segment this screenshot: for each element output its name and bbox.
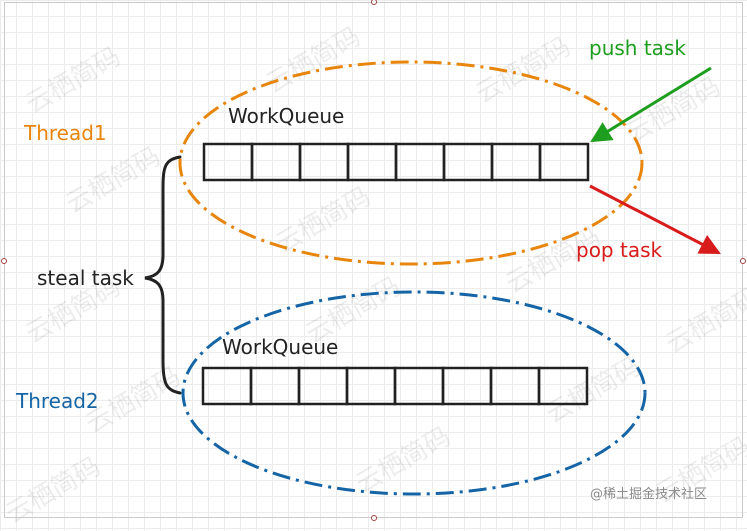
thread2-ellipse — [181, 290, 647, 496]
steal-brace — [144, 155, 182, 395]
pop-arrow — [589, 184, 721, 255]
q1-cell — [202, 142, 254, 182]
resize-handle-top[interactable] — [371, 0, 377, 5]
q2-cell — [393, 366, 445, 406]
q2-cell — [249, 366, 301, 406]
workqueue2-cells — [201, 366, 589, 406]
q1-cell — [346, 142, 398, 182]
q2-cell — [441, 366, 493, 406]
resize-handle-left[interactable] — [1, 258, 7, 264]
workqueue1-cells — [202, 142, 590, 182]
pop-task-label: pop task — [576, 238, 663, 262]
source-credit: @稀土掘金技术社区 — [590, 487, 708, 502]
q2-cell — [345, 366, 397, 406]
thread1-ellipse — [178, 60, 644, 266]
q2-cell — [537, 366, 589, 406]
push-task-label: push task — [589, 36, 686, 60]
thread1-label: Thread1 — [24, 121, 107, 145]
q1-cell — [538, 142, 590, 182]
q1-cell — [298, 142, 350, 182]
resize-handle-right[interactable] — [740, 258, 746, 264]
q1-cell — [250, 142, 302, 182]
q2-cell — [201, 366, 253, 406]
thread2-label: Thread2 — [16, 389, 99, 413]
q1-cell — [490, 142, 542, 182]
workqueue1-label: WorkQueue — [228, 104, 345, 128]
workqueue2-label: WorkQueue — [222, 335, 339, 359]
q1-cell — [442, 142, 494, 182]
q1-cell — [394, 142, 446, 182]
push-arrow — [590, 66, 712, 143]
q2-cell — [489, 366, 541, 406]
steal-task-label: steal task — [37, 266, 134, 290]
q2-cell — [297, 366, 349, 406]
